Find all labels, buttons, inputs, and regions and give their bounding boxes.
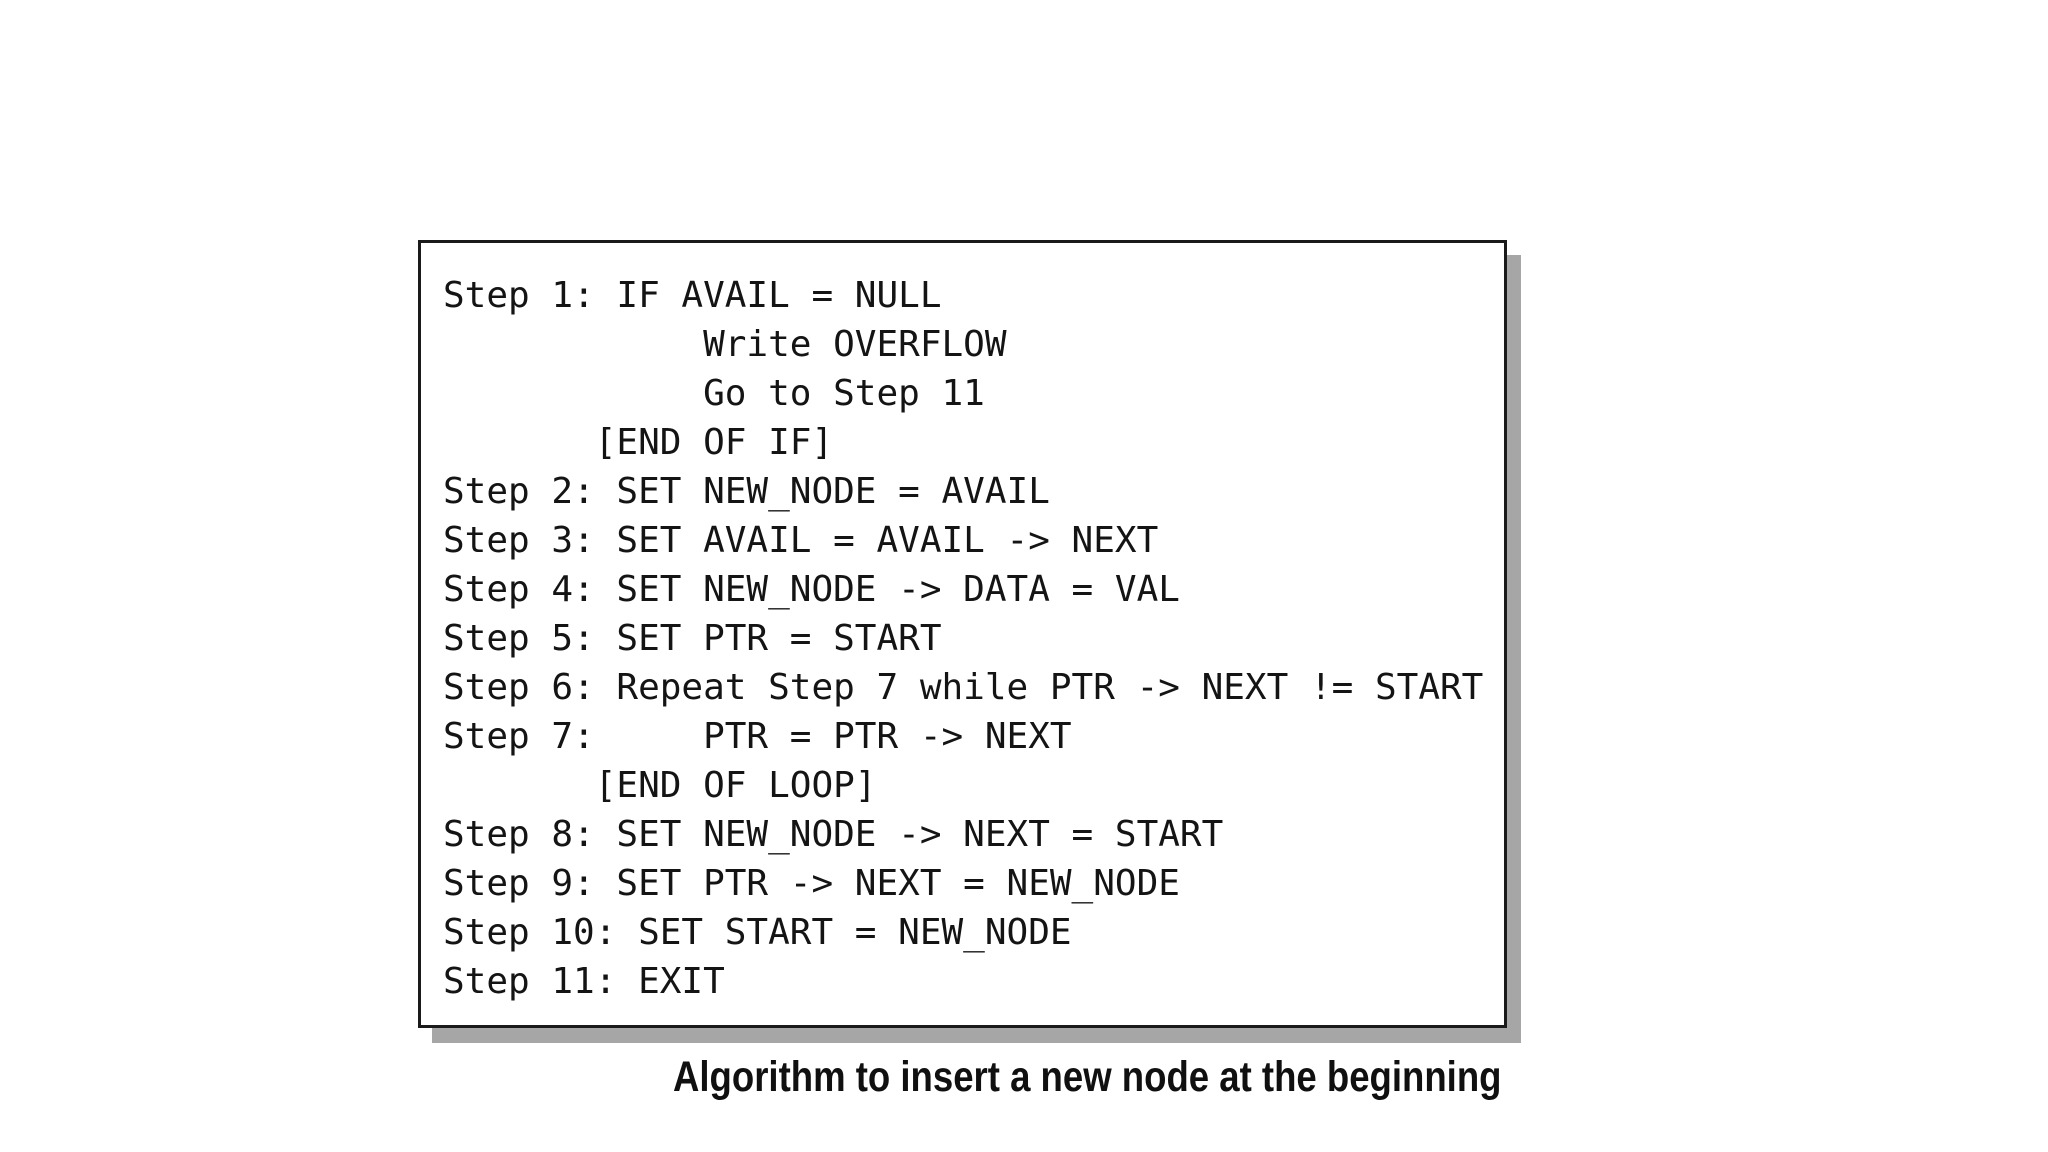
algorithm-line: Step 11: EXIT xyxy=(443,961,725,1002)
algorithm-line: Step 3: SET AVAIL = AVAIL -> NEXT xyxy=(443,520,1159,561)
algorithm-code-block: Step 1: IF AVAIL = NULL Write OVERFLOW G… xyxy=(443,271,1500,1021)
algorithm-line: Step 8: SET NEW_NODE -> NEXT = START xyxy=(443,814,1224,855)
algorithm-line: Write OVERFLOW xyxy=(443,324,1007,365)
algorithm-line: Step 7: PTR = PTR -> NEXT xyxy=(443,716,1072,757)
algorithm-line: [END OF IF] xyxy=(443,422,834,463)
algorithm-line: Step 4: SET NEW_NODE -> DATA = VAL xyxy=(443,569,1180,610)
algorithm-line: Step 2: SET NEW_NODE = AVAIL xyxy=(443,471,1050,512)
figure-caption: Algorithm to insert a new node at the be… xyxy=(673,1053,1502,1101)
algorithm-figure-box: Step 1: IF AVAIL = NULL Write OVERFLOW G… xyxy=(418,240,1507,1028)
algorithm-line: Step 1: IF AVAIL = NULL xyxy=(443,275,942,316)
algorithm-line: Step 9: SET PTR -> NEXT = NEW_NODE xyxy=(443,863,1180,904)
algorithm-line: [END OF LOOP] xyxy=(443,765,877,806)
algorithm-line: Step 6: Repeat Step 7 while PTR -> NEXT … xyxy=(443,667,1484,708)
algorithm-line: Step 5: SET PTR = START xyxy=(443,618,942,659)
algorithm-line: Step 10: SET START = NEW_NODE xyxy=(443,912,1072,953)
algorithm-line: Go to Step 11 xyxy=(443,373,985,414)
